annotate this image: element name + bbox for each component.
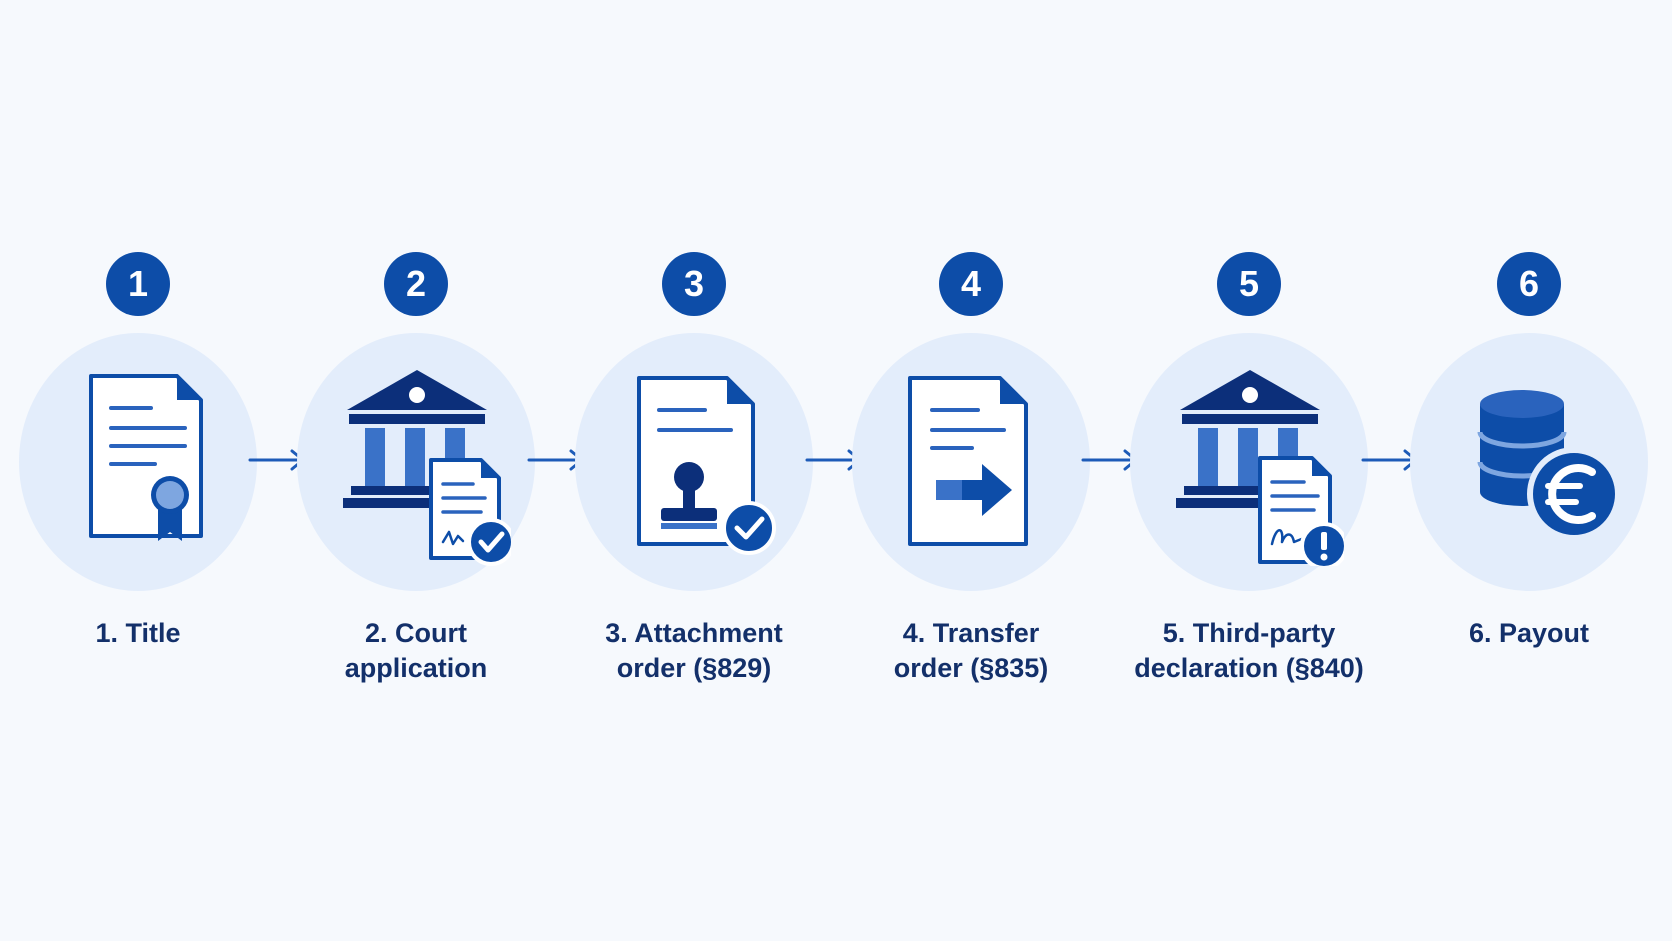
step-number-badge: 6 [1497, 252, 1561, 316]
step-number-badge: 5 [1217, 252, 1281, 316]
step-number-badge: 2 [384, 252, 448, 316]
step-label: 1. Title [95, 618, 181, 648]
step-label: 4. Transfer order (§835) [893, 618, 1049, 683]
step-6: 6 6. Payout [1404, 0, 1654, 941]
courthouse-document-alert-icon [1176, 370, 1344, 566]
step-2: 2 2. Court application [291, 0, 541, 941]
step-number-badge: 3 [662, 252, 726, 316]
step-number-badge: 4 [939, 252, 1003, 316]
coins-euro-icon [1477, 390, 1621, 541]
step-label: 3. Attachment order (§829) [605, 618, 783, 683]
document-transfer-arrow-icon [908, 376, 1028, 546]
step-number-badge: 1 [106, 252, 170, 316]
step-label: 2. Court application [344, 618, 488, 683]
courthouse-document-check-icon [343, 370, 511, 566]
step-label: 6. Payout [1468, 618, 1590, 648]
certificate-document-icon [89, 374, 203, 541]
step-1: 1 1. Title [13, 0, 263, 941]
stamped-document-check-icon [637, 376, 776, 555]
step-label: 5. Third-party declaration (§840) [1134, 618, 1364, 683]
step-5: 5 5. Third-party declaration (§840) [1124, 0, 1374, 941]
step-3: 3 3. Attachment order (§829) [569, 0, 819, 941]
step-4: 4 4. Transfer order (§835) [846, 0, 1096, 941]
